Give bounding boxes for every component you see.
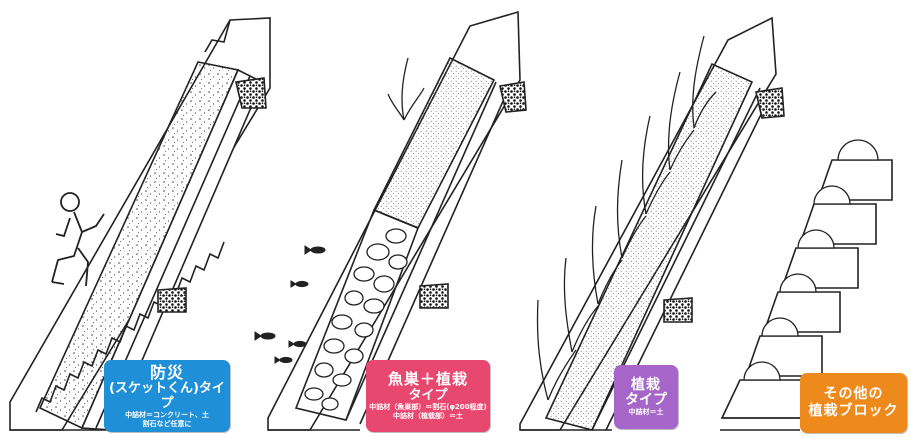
label-fish-subtitle: タイプ xyxy=(408,388,448,403)
label-fish-note-1: 中詰材（魚巣部）＝割石(φ200程度) xyxy=(369,403,487,411)
label-disaster-title: 防災 xyxy=(149,362,184,382)
label-fish-note-2: 中詰材（植栽部）＝土 xyxy=(393,412,463,420)
label-fish-title: 魚巣＋植栽 xyxy=(387,370,468,388)
wall-disaster xyxy=(9,17,271,431)
label-plant-note-1: 中詰材＝土 xyxy=(628,407,664,416)
rubble-stones xyxy=(304,228,408,411)
label-disaster: 防災 (スケットくん)タイプ 中詰材＝コンクリート、土 割石など任意に xyxy=(104,360,230,432)
plant-sprigs-plant xyxy=(536,35,717,401)
climbing-person-icon xyxy=(51,192,105,287)
label-plant-subtitle: タイプ xyxy=(625,391,667,408)
label-disaster-subtitle: (スケットくん)タイプ xyxy=(109,380,225,411)
label-disaster-note-2: 割石など任意に xyxy=(142,419,192,428)
shrub-icons xyxy=(743,139,879,381)
label-other: その他の 植栽ブロック xyxy=(800,373,907,433)
label-disaster-note-1: 中詰材＝コンクリート、土 xyxy=(125,410,209,419)
plant-sprigs-fish xyxy=(387,57,425,121)
label-other-subtitle: 植栽ブロック xyxy=(808,403,899,419)
label-fish: 魚巣＋植栽 タイプ 中詰材（魚巣部）＝割石(φ200程度) 中詰材（植栽部）＝土 xyxy=(366,360,490,432)
label-plant-title: 植栽 xyxy=(631,376,661,393)
fish-icon xyxy=(254,245,326,364)
label-other-title: その他の xyxy=(823,386,884,402)
label-plant: 植栽 タイプ 中詰材＝土 xyxy=(614,365,678,429)
